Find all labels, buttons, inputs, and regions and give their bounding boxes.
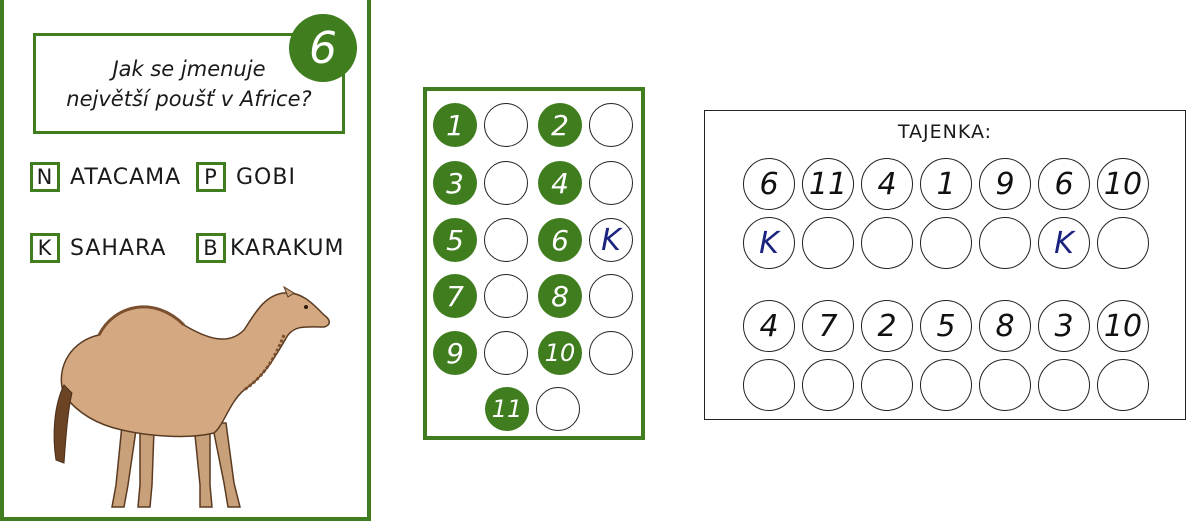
- tajenka-answer[interactable]: [1097, 217, 1149, 269]
- tajenka-number: 3: [1038, 300, 1090, 352]
- grid-number-11: 11: [485, 387, 529, 431]
- grid-number-8: 8: [538, 274, 582, 318]
- option-letter-box: N: [30, 162, 60, 192]
- tajenka-answer[interactable]: K: [1038, 217, 1090, 269]
- grid-answer-2[interactable]: [589, 103, 633, 147]
- tajenka-answer[interactable]: [861, 217, 913, 269]
- grid-answer-10[interactable]: [589, 331, 633, 375]
- option-text: SAHARA: [70, 235, 167, 261]
- tajenka-number: 5: [920, 300, 972, 352]
- tajenka-answer[interactable]: [1038, 359, 1090, 411]
- option-letter-box: B: [196, 233, 226, 263]
- tajenka-number: 4: [743, 300, 795, 352]
- grid-number-9: 9: [433, 331, 477, 375]
- tajenka-number: 11: [802, 158, 854, 210]
- tajenka-number: 10: [1097, 300, 1149, 352]
- option-k[interactable]: K SAHARA: [30, 233, 166, 263]
- grid-answer-1[interactable]: [484, 103, 528, 147]
- grid-answer-6[interactable]: K: [589, 218, 633, 262]
- tajenka-answer[interactable]: [1097, 359, 1149, 411]
- tajenka-number: 10: [1097, 158, 1149, 210]
- question-box: Jak se jmenuje největší poušť v Africe?: [33, 33, 345, 134]
- tajenka-answer[interactable]: [920, 217, 972, 269]
- tajenka-number: 6: [743, 158, 795, 210]
- tajenka-number: 7: [802, 300, 854, 352]
- tajenka-answer[interactable]: [979, 217, 1031, 269]
- grid-number-7: 7: [433, 274, 477, 318]
- tajenka-number: 1: [920, 158, 972, 210]
- tajenka-answer[interactable]: [802, 217, 854, 269]
- question-number-badge: 6: [289, 14, 357, 82]
- grid-number-1: 1: [433, 103, 477, 147]
- grid-number-2: 2: [538, 103, 582, 147]
- tajenka-answer[interactable]: [979, 359, 1031, 411]
- tajenka-answer[interactable]: [743, 359, 795, 411]
- tajenka-number: 8: [979, 300, 1031, 352]
- tajenka-number: 4: [861, 158, 913, 210]
- option-text: ATACAMA: [70, 164, 182, 190]
- tajenka-answer[interactable]: [861, 359, 913, 411]
- option-n[interactable]: N ATACAMA: [30, 162, 181, 192]
- grid-number-3: 3: [433, 161, 477, 205]
- tajenka-number: 6: [1038, 158, 1090, 210]
- grid-number-6: 6: [538, 218, 582, 262]
- grid-number-4: 4: [538, 161, 582, 205]
- grid-answer-3[interactable]: [484, 161, 528, 205]
- tajenka-answer[interactable]: [920, 359, 972, 411]
- question-line-1: Jak se jmenuje: [112, 56, 266, 81]
- option-p[interactable]: P GOBI: [196, 162, 296, 192]
- option-letter-box: P: [196, 162, 226, 192]
- tajenka-answer[interactable]: K: [743, 217, 795, 269]
- grid-number-5: 5: [433, 218, 477, 262]
- tajenka-number: 9: [979, 158, 1031, 210]
- option-letter-box: K: [30, 233, 60, 263]
- grid-answer-11[interactable]: [536, 387, 580, 431]
- tajenka-number: 2: [861, 300, 913, 352]
- option-text: GOBI: [236, 164, 296, 190]
- tajenka-panel: TAJENKA: 6 11 4 1 9 6 10 K K 4 7 2 5 8 3…: [704, 110, 1186, 420]
- camel-illustration: [53, 285, 330, 508]
- answer-grid-panel: 1 2 3 4 5 6 K 7 8 9 10 11: [423, 87, 645, 440]
- grid-answer-5[interactable]: [484, 218, 528, 262]
- grid-number-10: 10: [538, 331, 582, 375]
- option-b[interactable]: B KARAKUM: [196, 233, 344, 263]
- grid-answer-7[interactable]: [484, 274, 528, 318]
- grid-answer-4[interactable]: [589, 161, 633, 205]
- tajenka-title: TAJENKA:: [897, 121, 993, 143]
- grid-answer-9[interactable]: [484, 331, 528, 375]
- quiz-card: Jak se jmenuje největší poušť v Africe? …: [0, 0, 371, 521]
- grid-answer-8[interactable]: [589, 274, 633, 318]
- option-text: KARAKUM: [230, 235, 345, 261]
- question-line-2: největší poušť v Africe?: [66, 86, 312, 111]
- tajenka-answer[interactable]: [802, 359, 854, 411]
